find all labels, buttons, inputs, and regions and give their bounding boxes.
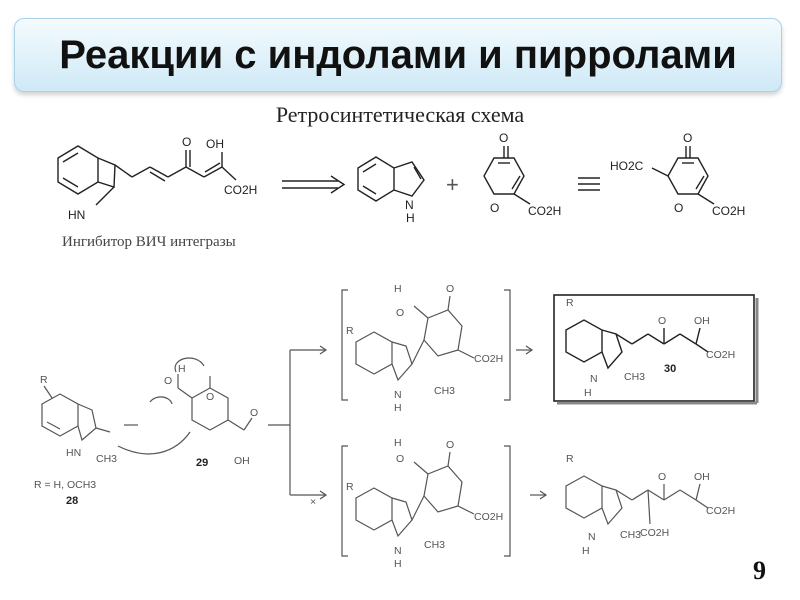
label-ring-o: O: [490, 201, 499, 215]
label-pyranone-co2h: CO2H: [528, 204, 561, 218]
product-30: R O OH CO2H N H CH3 30: [553, 294, 759, 405]
slide-subtitle: Ретросинтетическая схема: [275, 102, 525, 127]
label-29-ring-o: O: [206, 391, 214, 403]
label-sp-ch3: CH3: [620, 529, 641, 541]
label-30-ch3: CH3: [624, 371, 645, 383]
label-ho2c: HO2C: [610, 159, 644, 173]
label-int2-r: R: [346, 481, 354, 493]
label-29-o2: O: [250, 407, 258, 419]
slide-title: Реакции с индолами и пирролами: [59, 32, 737, 77]
label-co2h: CO2H: [224, 183, 257, 197]
label-30-oh: OH: [694, 315, 710, 327]
label-int1-o: O: [396, 307, 404, 319]
molecule-pyranone-acid: O O CO2H: [483, 131, 561, 218]
label-29-o: O: [164, 375, 172, 387]
equivalence-sign: [578, 177, 600, 191]
label-30-r: R: [566, 297, 574, 309]
label-diacid-ring-o: O: [674, 201, 683, 215]
mechanism-arrow: [117, 431, 191, 455]
label-int2-h: H: [394, 437, 402, 449]
label-sp-h: H: [582, 545, 590, 557]
label-diacid-co2h: CO2H: [712, 204, 745, 218]
label-int1-ch3: CH3: [434, 385, 455, 397]
label-sp-co2h-2: CO2H: [640, 527, 669, 539]
label-int2-nh-h: H: [394, 558, 402, 570]
inhibitor-caption: Ингибитор ВИЧ интегразы: [62, 234, 236, 250]
label-o: O: [182, 135, 191, 149]
label-int2-co2h: CO2H: [474, 511, 503, 523]
label-x-marker: ×: [310, 496, 316, 508]
compound-30: 30: [664, 363, 676, 375]
molecule-28: R HN CH3 R = H, OCH3 28: [34, 374, 117, 507]
compound-29: 29: [196, 457, 208, 469]
label-int2-ch3: CH3: [424, 539, 445, 551]
label-int1-co2h: CO2H: [474, 353, 503, 365]
molecule-diacid-pyranone: O HO2C O CO2H: [610, 131, 745, 218]
molecule-29: H O O O OH 29: [149, 357, 258, 469]
molecule-integrase-inhibitor: HN O OH CO2H: [57, 135, 257, 222]
side-product: R O OH CO2H CO2H N H CH3: [565, 453, 735, 557]
label-30-n: N: [590, 373, 598, 385]
label-29-h: H: [178, 363, 186, 375]
label-sp-o: O: [658, 471, 666, 483]
title-box: Реакции с индолами и пирролами: [14, 18, 782, 92]
label-hn: HN: [68, 208, 85, 222]
label-int1-nh-h: H: [394, 402, 402, 414]
label-diacid-o: O: [683, 131, 692, 145]
retrosynthesis-arrow: [282, 175, 346, 194]
label-int2-o: O: [396, 453, 404, 465]
label-sp-r: R: [566, 453, 574, 465]
label-29-oh: OH: [234, 455, 250, 467]
label-28-ch3: CH3: [96, 453, 117, 465]
label-30-o: O: [658, 315, 666, 327]
label-sp-n: N: [588, 531, 596, 543]
label-int1-r: R: [346, 325, 354, 337]
label-indole-n: N: [405, 198, 414, 212]
label-30-h: H: [584, 387, 592, 399]
label-oh: OH: [206, 137, 224, 151]
label-30-co2h: CO2H: [706, 349, 735, 361]
branch-bracket: [268, 345, 328, 500]
label-28-hn: HN: [66, 447, 81, 459]
label-int1-n: N: [394, 389, 402, 401]
molecule-indole: N H: [357, 156, 425, 225]
plus-sign: +: [446, 172, 459, 197]
label-indole-h: H: [406, 211, 415, 225]
label-int2-o2: O: [446, 439, 454, 451]
intermediate-lower: R H O O CO2H N H CH3: [341, 437, 511, 570]
label-sp-oh: OH: [694, 471, 710, 483]
page-number: 9: [753, 556, 766, 585]
label-r-definition: R = H, OCH3: [34, 479, 96, 491]
label-sp-co2h: CO2H: [706, 505, 735, 517]
compound-28: 28: [66, 495, 78, 507]
label-r: R: [40, 374, 48, 386]
label-pyranone-o: O: [499, 131, 508, 145]
label-int1-o2: O: [446, 283, 454, 295]
intermediate-upper: R H O O CO2H N H CH3: [341, 283, 511, 414]
label-int1-h: H: [394, 283, 402, 295]
label-int2-n: N: [394, 545, 402, 557]
